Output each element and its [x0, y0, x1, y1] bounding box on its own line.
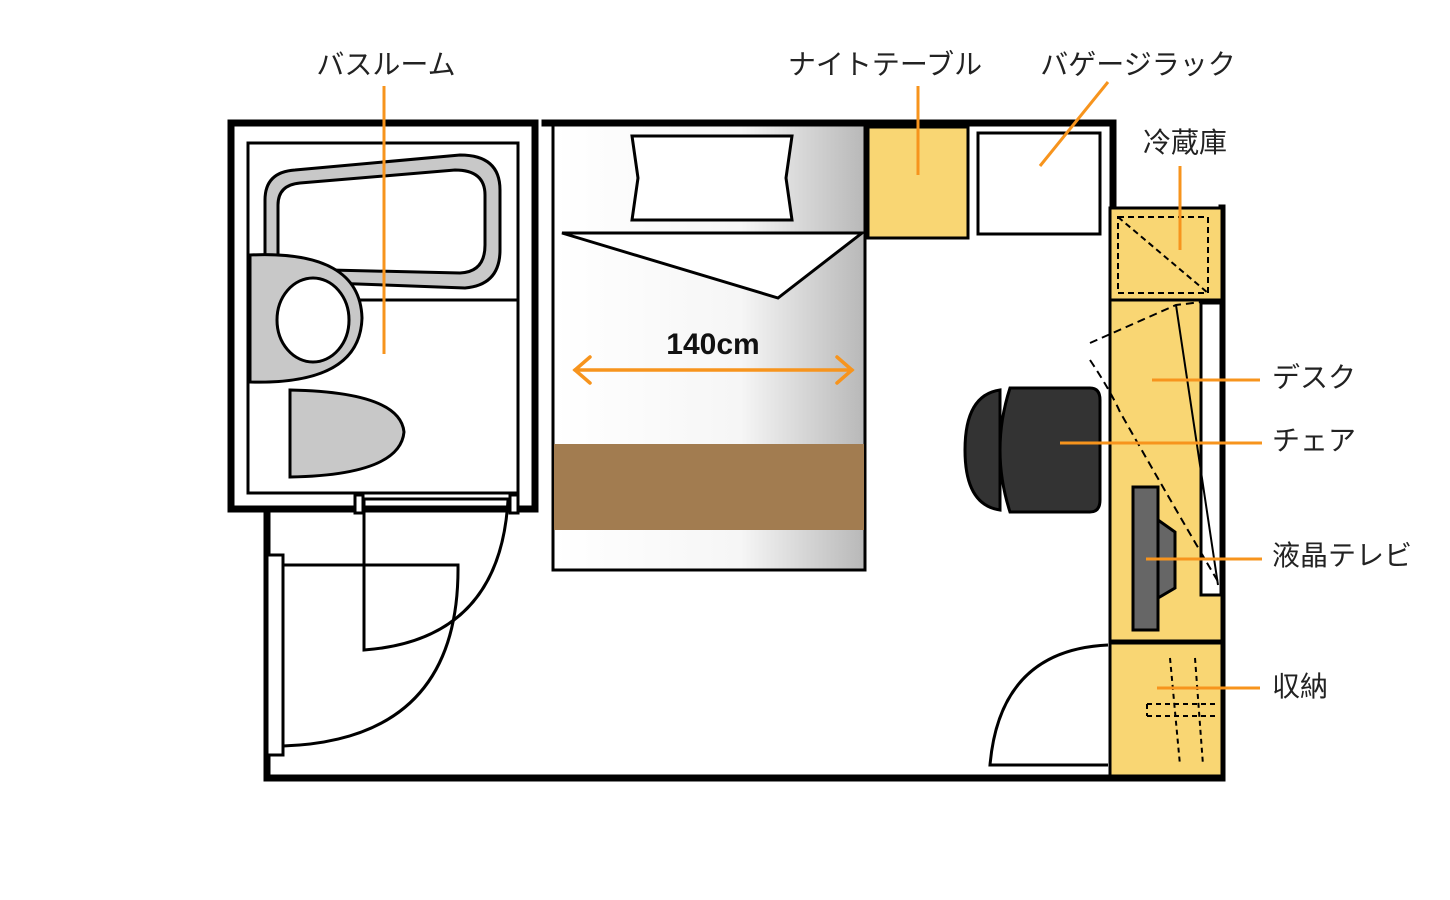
label-chair: チェア	[1272, 424, 1356, 457]
bed-width-arrow	[572, 355, 855, 385]
fridge	[1108, 206, 1224, 302]
bed-width-label: 140cm	[666, 328, 759, 361]
label-bathroom: バスルーム	[316, 48, 455, 81]
tv	[1131, 485, 1177, 632]
blanket	[561, 231, 867, 300]
bed-band	[554, 444, 864, 530]
luggage-rack	[976, 131, 1102, 236]
label-storage: 収納	[1272, 670, 1328, 703]
leader-lines	[382, 81, 1262, 690]
chair	[963, 386, 1102, 514]
bathroom	[246, 141, 520, 757]
toilet	[288, 388, 406, 479]
label-desk: デスク	[1272, 361, 1356, 394]
label-fridge: 冷蔵庫	[1143, 126, 1227, 159]
label-tv: 液晶テレビ	[1272, 539, 1412, 572]
bed	[551, 123, 867, 572]
pillow	[630, 134, 794, 222]
label-luggage-rack: バゲージラック	[1040, 48, 1235, 81]
entry-door	[988, 643, 1109, 767]
storage	[1108, 641, 1224, 778]
label-night-table: ナイトテーブル	[788, 48, 982, 81]
